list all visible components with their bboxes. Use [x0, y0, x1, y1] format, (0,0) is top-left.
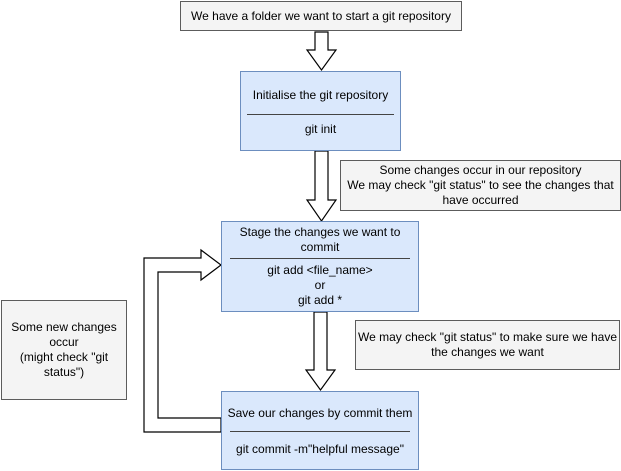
note-changes-line: We may check "git status" to see the cha… [347, 178, 614, 192]
note-changes-line: Some changes occur in our repository [379, 163, 582, 177]
note-new-changes-line: occur [49, 335, 79, 349]
step-stage-title-line: Stage the changes we want to [239, 225, 401, 239]
step-commit-command: git commit -m"helpful message" [236, 441, 404, 456]
arrow-commit-loop-to-stage [143, 248, 222, 433]
step-commit-title-line: Save our changes by commit them [227, 405, 413, 420]
step-init-title-line: Initialise the git repository [252, 88, 389, 102]
note-changes-line: have occurred [442, 193, 519, 207]
note-new-changes-line: (might check "git [19, 350, 109, 364]
step-stage-command: git add <file_name> [267, 262, 373, 277]
step-commit-title: Save our changes by commit them [228, 395, 413, 431]
step-stage-command: or [314, 277, 326, 292]
note-status-check-line: We may check "git status" to make sure w… [357, 330, 618, 344]
note-status-check: We may check "git status" to make sure w… [355, 320, 620, 370]
step-stage-divider [229, 258, 411, 259]
step-commit-commands: git commit -m"helpful message" [236, 432, 404, 466]
arrow-stage-to-commit [304, 311, 337, 392]
step-init-title: Initialise the git repository [253, 78, 388, 114]
step-init: Initialise the git repository git init [240, 71, 401, 151]
step-stage-command: git add * [297, 292, 343, 307]
step-stage-title-line: commit [300, 240, 340, 254]
arrow-start-to-init [305, 31, 338, 72]
note-changes: Some changes occur in our repository We … [340, 160, 621, 211]
step-commit-divider [229, 431, 411, 432]
step-stage-commands: git add <file_name> or git add * [267, 259, 372, 311]
note-status-check-line: the changes we want [431, 345, 544, 359]
note-new-changes-line: Some new changes [11, 320, 117, 334]
arrow-init-to-stage [305, 150, 338, 223]
step-init-divider [247, 113, 394, 115]
step-init-command: git init [304, 122, 337, 136]
start-note: We have a folder we want to start a git … [180, 1, 462, 31]
step-stage-title: Stage the changes we want to commit [240, 222, 401, 258]
step-stage: Stage the changes we want to commit git … [221, 221, 419, 312]
note-new-changes-line: status") [43, 365, 85, 379]
step-commit: Save our changes by commit them git comm… [221, 391, 419, 470]
step-init-commands: git init [305, 115, 336, 145]
start-note-line: We have a folder we want to start a git … [191, 8, 451, 23]
note-new-changes: Some new changes occur (might check "git… [1, 300, 127, 400]
